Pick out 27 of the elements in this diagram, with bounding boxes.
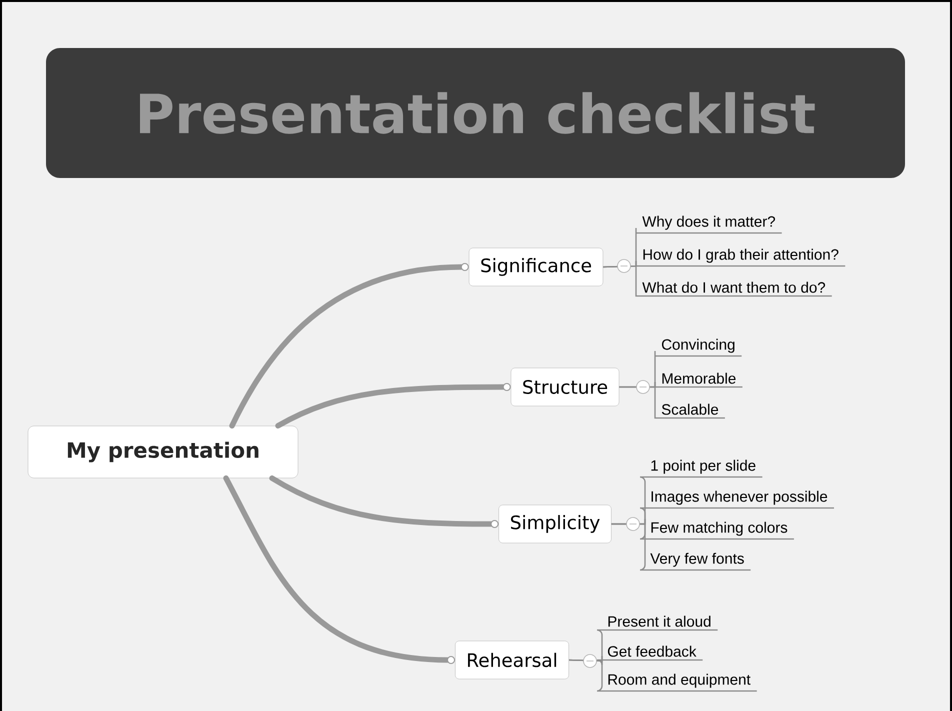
subtopic-connector (603, 260, 832, 297)
subtopic-text: How do I grab their attention? (643, 248, 838, 263)
subtopic-text: Few matching colors (651, 522, 788, 536)
branch-connector (269, 475, 499, 528)
subtopic-connector (611, 518, 751, 571)
subtopic-text: Room and equipment (608, 674, 750, 688)
subtopic-text: What do I want them to do? (642, 282, 826, 293)
branch-connector (275, 382, 511, 429)
subtopic-text: Very few fonts (650, 552, 744, 567)
subtopic-text: Why does it matter? (642, 216, 775, 230)
branch-connector (223, 475, 456, 664)
title-banner: Presentation checklist (46, 48, 905, 178)
subtopic-text: Images whenever possible (652, 490, 828, 505)
branch-connector (229, 263, 469, 429)
subtopic-text: Convincing (662, 338, 734, 353)
subtopic-text: 1 point per slide (651, 460, 756, 474)
subtopic-text: Scalable (662, 404, 718, 415)
subtopic-text: Memorable (662, 372, 736, 384)
topic-box: Significance (468, 248, 604, 286)
topic-box: Structure (510, 368, 620, 406)
subtopic-text: Present it aloud (608, 616, 710, 627)
topic-box: Rehearsal (455, 640, 569, 680)
subtopic-connector (619, 381, 725, 419)
topic-box: Simplicity (498, 504, 612, 544)
root-topic-box: My presentation (28, 426, 298, 478)
subtopic-connector (568, 655, 757, 692)
subtopic-text: Get feedback (608, 646, 696, 657)
